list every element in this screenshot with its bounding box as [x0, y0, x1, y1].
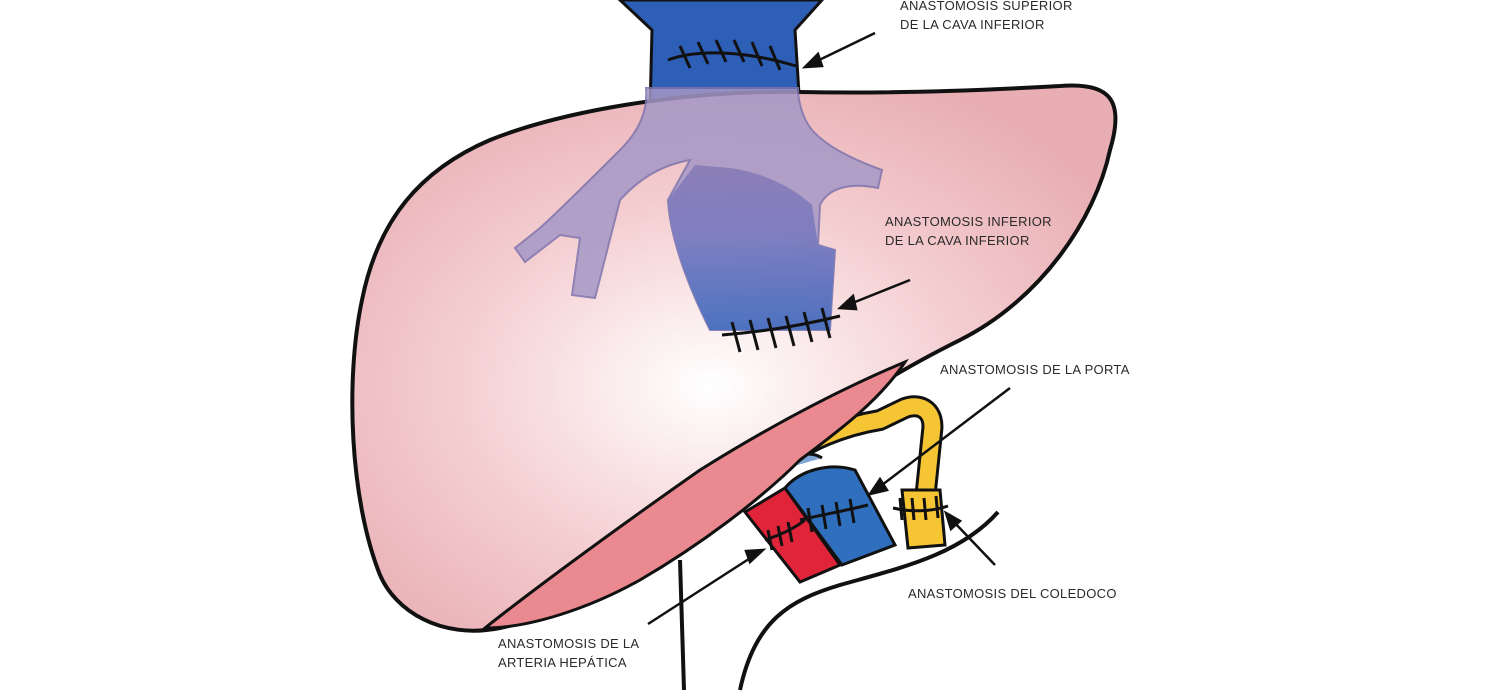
liver	[350, 83, 1118, 633]
label-superior-cava: ANASTOMOSIS SUPERIOR DE LA CAVA INFERIOR	[900, 0, 1073, 34]
suture-portal	[799, 498, 869, 533]
label-inferior-cava-line-1: ANASTOMOSIS INFERIOR	[885, 214, 1052, 229]
suture-artery	[764, 518, 806, 551]
label-inferior-cava: ANASTOMOSIS INFERIOR DE LA CAVA INFERIOR	[885, 212, 1052, 250]
arrow-inferior-cava	[837, 278, 911, 311]
arrow-portal	[867, 387, 1011, 496]
suture-bile-duct	[892, 495, 949, 521]
label-hepatic-artery-line-2: ARTERIA HEPÁTICA	[498, 655, 627, 670]
label-hepatic-artery: ANASTOMOSIS DE LA ARTERIA HEPÁTICA	[498, 634, 639, 672]
suture-inferior-cava	[721, 307, 841, 353]
label-inferior-cava-line-2: DE LA CAVA INFERIOR	[885, 233, 1030, 248]
hepatic-veins	[513, 87, 884, 331]
arrow-superior-cava	[801, 31, 876, 69]
label-bile-duct-line-1: ANASTOMOSIS DEL COLEDOCO	[908, 586, 1117, 601]
label-portal-line-1: ANASTOMOSIS DE LA PORTA	[940, 362, 1130, 377]
label-superior-cava-line-2: DE LA CAVA INFERIOR	[900, 17, 1045, 32]
label-portal: ANASTOMOSIS DE LA PORTA	[940, 360, 1130, 379]
label-superior-cava-line-1: ANASTOMOSIS SUPERIOR	[900, 0, 1073, 13]
hepatic-artery	[742, 486, 843, 584]
arrow-artery	[647, 548, 767, 626]
label-bile-duct: ANASTOMOSIS DEL COLEDOCO	[908, 584, 1117, 603]
label-hepatic-artery-line-1: ANASTOMOSIS DE LA	[498, 636, 640, 651]
arrow-bile-duct	[943, 510, 996, 566]
lower-vessel-outlines	[678, 510, 1000, 691]
suture-superior-cava	[667, 39, 797, 71]
